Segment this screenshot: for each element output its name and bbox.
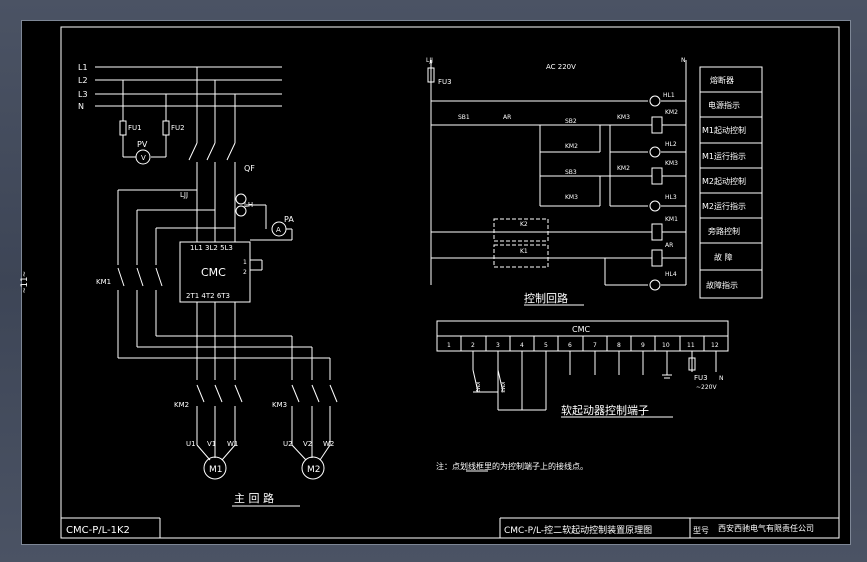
legend-fuse: 熔断器 (710, 75, 734, 85)
fuse-label-fu2: FU2 (171, 124, 185, 132)
bus-label-n: N (78, 102, 84, 111)
motor1-terminal-w: W1 (227, 440, 238, 448)
motor1-terminal-v: V1 (207, 440, 216, 448)
control-left-label: LJJ (426, 57, 433, 64)
legend-m1-start: M1起动控制 (702, 125, 746, 135)
cmc-top-terminals: 1L1 3L2 5L3 (190, 244, 233, 252)
cmc-side-terminal-1: 1 (243, 259, 247, 266)
terminal-number-6: 6 (568, 342, 572, 349)
component-ar-coil: AR (665, 242, 673, 249)
component-hl4: HL4 (665, 271, 677, 278)
pv-label: PV (137, 140, 148, 149)
lh-label: LH (244, 201, 253, 209)
km3-label: KM3 (272, 401, 287, 409)
component-hl1: HL1 (663, 92, 675, 99)
bus-label-l2: L2 (78, 76, 88, 85)
component-km2b: KM2 (617, 165, 630, 172)
ammeter-symbol: A (276, 226, 281, 234)
company-name: 西安西驰电气有限责任公司 (718, 523, 814, 533)
legend-power-indicator: 电源指示 (708, 100, 740, 110)
title-block-mark: 型号 (693, 526, 709, 535)
terminal-number-4: 4 (520, 342, 524, 349)
motor2-terminal-u: U2 (283, 440, 293, 448)
legend-m2-start: M2起动控制 (702, 176, 746, 186)
terminal-km3-label: KM3 (499, 382, 505, 393)
motor2-terminal-w: W2 (323, 440, 334, 448)
voltmeter-symbol: V (141, 154, 146, 162)
bus-label-l1: L1 (78, 63, 88, 72)
drawing-border (60, 26, 840, 539)
drawing-sheet (21, 20, 851, 545)
terminal-number-8: 8 (617, 342, 621, 349)
title-block-left: CMC-P/L-1K2 (66, 525, 130, 536)
terminal-number-3: 3 (496, 342, 500, 349)
component-km2-coil: KM2 (665, 109, 678, 116)
bus-label-l3: L3 (78, 90, 88, 99)
terminal-number-11: 11 (687, 342, 695, 349)
terminal-strip-title: CMC (572, 325, 590, 334)
cmc-side-terminal-2: 2 (243, 269, 247, 276)
component-km1-coil: KM1 (665, 216, 678, 223)
control-right-label: N (681, 57, 686, 64)
terminal-number-9: 9 (641, 342, 645, 349)
terminal-strip-caption: 软起动器控制端子 (561, 403, 649, 417)
terminal-fuse-label: FU3 (694, 374, 708, 382)
terminal-number-1: 1 (447, 342, 451, 349)
component-k2: K2 (520, 221, 528, 228)
title-block-right: CMC-P/L-控二软起动控制装置原理图 (504, 524, 652, 536)
component-sb2: SB2 (565, 118, 577, 125)
terminal-km2-label: KM2 (474, 382, 480, 393)
motor1-terminal-u: U1 (186, 440, 196, 448)
component-hl2: HL2 (665, 141, 677, 148)
lj-label: LJJ (180, 191, 188, 199)
cmc-label: CMC (201, 266, 226, 279)
component-km3-coil: KM3 (665, 160, 678, 167)
component-hl3: HL3 (665, 194, 677, 201)
terminal-number-12: 12 (711, 342, 719, 349)
terminal-number-10: 10 (662, 342, 670, 349)
motor1-label: M1 (209, 465, 223, 475)
legend-fault: 故 障 (714, 252, 733, 262)
supply-label: AC 220V (546, 63, 576, 71)
main-circuit-title: 主 回 路 (234, 492, 274, 505)
control-circuit-title: 控制回路 (524, 291, 568, 305)
terminal-number-2: 2 (471, 342, 475, 349)
qf-label: QF (244, 164, 255, 173)
component-sb3: SB3 (565, 169, 577, 176)
legend-m2-run: M2运行指示 (702, 201, 746, 211)
terminal-supply-label: ~220V (696, 384, 717, 391)
side-mark: ~11~ (20, 271, 30, 293)
cmc-bottom-terminals: 2T1 4T2 6T3 (186, 292, 230, 300)
pa-label: PA (284, 215, 294, 224)
km1-label: KM1 (96, 278, 111, 286)
component-km3: KM3 (617, 114, 630, 121)
control-fuse-label: FU3 (438, 78, 452, 86)
terminal-number-7: 7 (593, 342, 597, 349)
component-ar: AR (503, 114, 511, 121)
motor2-terminal-v: V2 (303, 440, 312, 448)
legend-fault-indicator: 故障指示 (706, 280, 738, 290)
fuse-label-fu1: FU1 (128, 124, 142, 132)
km2-label: KM2 (174, 401, 189, 409)
component-sb1: SB1 (458, 114, 470, 121)
wiring-note: 注：点划线框里的为控制端子上的接线点。 (436, 461, 588, 471)
component-k1: K1 (520, 248, 528, 255)
terminal-number-5: 5 (544, 342, 548, 349)
motor2-label: M2 (307, 465, 321, 475)
legend-m1-run: M1运行指示 (702, 151, 746, 161)
legend-bypass: 旁路控制 (708, 226, 740, 236)
terminal-n-label: N (719, 375, 724, 382)
component-km3b: KM3 (565, 194, 578, 201)
component-km2: KM2 (565, 143, 578, 150)
